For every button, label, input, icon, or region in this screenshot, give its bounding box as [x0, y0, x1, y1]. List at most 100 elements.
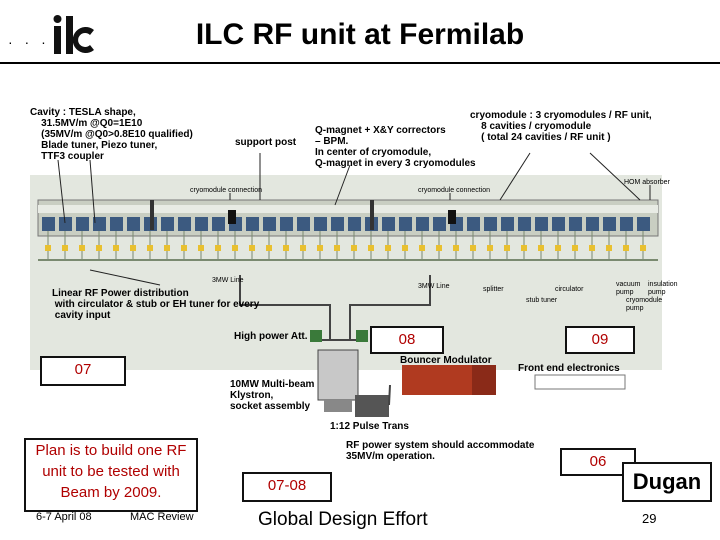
q-magnet-note: Q-magnet + X&Y correctors – BPM. In cent…: [315, 125, 476, 169]
klystron: [317, 349, 359, 401]
cavity: [59, 217, 72, 231]
3mw-line-left-label: 3MW Line: [212, 277, 244, 284]
author-box: Dugan: [622, 462, 712, 502]
cryomodule-note: cryomodule : 3 cryomodules / RF unit, 8 …: [470, 110, 652, 143]
coupler: [79, 245, 85, 251]
cavity: [603, 217, 616, 231]
cavity-row: [42, 217, 650, 231]
cavity: [620, 217, 633, 231]
cavity: [399, 217, 412, 231]
coupler: [385, 245, 391, 251]
coupler: [351, 245, 357, 251]
q-magnet-2: [448, 210, 456, 224]
waveguide: [239, 275, 431, 341]
pulse-trans-label: 1:12 Pulse Trans: [330, 421, 409, 432]
cryomodule-pump-label: cryomodule pump: [626, 297, 663, 312]
coupler: [164, 245, 170, 251]
cavity: [246, 217, 259, 231]
coupler: [419, 245, 425, 251]
box-07: 07: [40, 356, 126, 386]
coupler: [215, 245, 221, 251]
cavity: [110, 217, 123, 231]
page-title: ILC RF unit at Fermilab: [195, 18, 525, 51]
cavity: [212, 217, 225, 231]
cavity: [552, 217, 565, 231]
coupler: [62, 245, 68, 251]
circulator-label: circulator: [555, 286, 584, 293]
coupler: [232, 245, 238, 251]
coupler: [249, 245, 255, 251]
coupler: [521, 245, 527, 251]
cavity-note: Cavity : TESLA shape, 31.5MV/m @Q0=1E10 …: [30, 107, 193, 162]
coupler: [572, 245, 578, 251]
coupler: [181, 245, 187, 251]
cavity: [314, 217, 327, 231]
cavity: [42, 217, 55, 231]
high-power-attenuator-left: [310, 330, 322, 342]
cavity: [501, 217, 514, 231]
cavity: [161, 217, 174, 231]
coupler: [623, 245, 629, 251]
high-power-attenuator-right: [356, 330, 368, 342]
cavity: [178, 217, 191, 231]
coupler: [266, 245, 272, 251]
coupler: [436, 245, 442, 251]
pulse-transformer: [355, 395, 389, 417]
diagram-graphics: [30, 152, 662, 417]
box-07-08: 07-08: [242, 472, 332, 502]
logo-dots: · · · ·: [8, 34, 67, 50]
cavity: [331, 217, 344, 231]
klystron-socket: [324, 400, 352, 412]
coupler: [402, 245, 408, 251]
rf-unit-diagram: Cavity : TESLA shape, 31.5MV/m @Q0=1E10 …: [30, 105, 690, 462]
cavity: [382, 217, 395, 231]
footer-date: 6-7 April 08: [36, 511, 92, 523]
cavity: [416, 217, 429, 231]
cryomodule-connection-label-1: cryomodule connection: [190, 187, 262, 194]
support-post-2: [370, 200, 374, 230]
q-magnet-1: [228, 210, 236, 224]
coupler: [283, 245, 289, 251]
cryostat-pipe: [38, 205, 658, 213]
coupler: [198, 245, 204, 251]
cavity: [433, 217, 446, 231]
box-08: 08: [370, 326, 444, 354]
hom-absorber-label: HOM absorber: [624, 179, 670, 186]
coupler: [96, 245, 102, 251]
cavity: [467, 217, 480, 231]
insulation-pump-label: insulation pump: [648, 281, 678, 296]
stub-tuner-label: stub tuner: [526, 297, 558, 304]
coupler: [640, 245, 646, 251]
cavity: [484, 217, 497, 231]
coupler: [368, 245, 374, 251]
cryomodule-connection-label-2: cryomodule connection: [418, 187, 490, 194]
footer-org: Global Design Effort: [258, 509, 428, 530]
support-post-label: support post: [235, 137, 297, 148]
rf-power-note: RF power system should accommodate 35MV/…: [346, 440, 535, 462]
linear-rf-note: Linear RF Power distribution with circul…: [52, 288, 260, 321]
coupler: [487, 245, 493, 251]
cavity: [263, 217, 276, 231]
plan-note: Plan is to build one RF unit to be teste…: [24, 438, 198, 512]
coupler: [555, 245, 561, 251]
coupler: [45, 245, 51, 251]
cavity: [569, 217, 582, 231]
coupler: [300, 245, 306, 251]
cavity: [76, 217, 89, 231]
cavity: [127, 217, 140, 231]
klystron-label: 10MW Multi-beam Klystron, socket assembl…: [230, 379, 315, 412]
ilc-logo: [53, 15, 94, 54]
cavity: [297, 217, 310, 231]
support-post-1: [150, 200, 154, 230]
cavity: [93, 217, 106, 231]
coupler: [470, 245, 476, 251]
footer-review: MAC Review: [130, 511, 194, 523]
coupler: [453, 245, 459, 251]
cavity: [637, 217, 650, 231]
cavity: [348, 217, 361, 231]
coupler: [317, 245, 323, 251]
box-09: 09: [565, 326, 635, 354]
page-number: 29: [642, 511, 657, 526]
coupler: [504, 245, 510, 251]
front-end-electronics: [534, 374, 626, 390]
